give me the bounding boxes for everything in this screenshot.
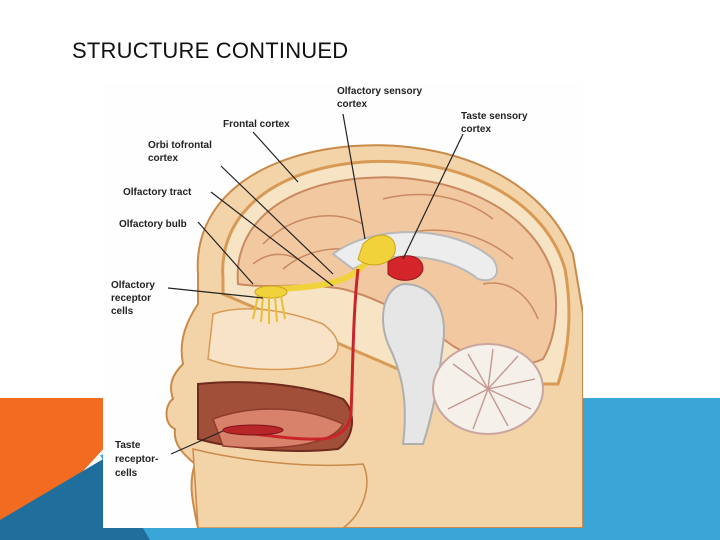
taste-sensory-cortex (387, 255, 424, 281)
label-taste-sensory-line2: cortex (461, 124, 491, 135)
label-olfactory-sensory-line1: Olfactory sensory (337, 86, 422, 97)
olfactory-sensory-cortex (357, 234, 396, 266)
nasal-cavity (207, 308, 339, 371)
brain-anatomy-figure: Frontal cortex Orbi tofrontal cortex Olf… (103, 84, 584, 529)
taste-pathway (232, 268, 360, 441)
label-olfactory-bulb: Olfactory bulb (119, 219, 187, 230)
label-leader-lines (167, 113, 464, 455)
label-olfactory-receptor-line3: cells (111, 306, 134, 317)
olfactory-receptor-cells (252, 295, 286, 324)
label-taste-receptor-line3: cells (115, 468, 138, 479)
jaw (192, 448, 368, 529)
brainstem (382, 282, 445, 445)
label-olfactory-receptor-line2: receptor (111, 293, 151, 304)
label-olfactory-tract: Olfactory tract (123, 187, 192, 198)
brain-illustration: Frontal cortex Orbi tofrontal cortex Olf… (111, 86, 584, 529)
taste-receptor-cells (222, 424, 284, 436)
label-frontal-cortex: Frontal cortex (223, 119, 290, 130)
label-taste-receptor-line1: Taste (115, 440, 141, 451)
olfactory-bulb (254, 285, 288, 299)
label-taste-sensory-line1: Taste sensory (461, 111, 528, 122)
slide-title: STRUCTURE CONTINUED (72, 38, 349, 63)
cerebellum-folds (447, 348, 536, 430)
label-taste-receptor-line2: receptor- (115, 454, 158, 465)
label-orbitofrontal-line1: Orbi tofrontal (148, 140, 212, 151)
label-olfactory-receptor-line1: Olfactory (111, 280, 155, 291)
label-orbitofrontal-line2: cortex (148, 153, 178, 164)
label-olfactory-sensory-line2: cortex (337, 99, 367, 110)
